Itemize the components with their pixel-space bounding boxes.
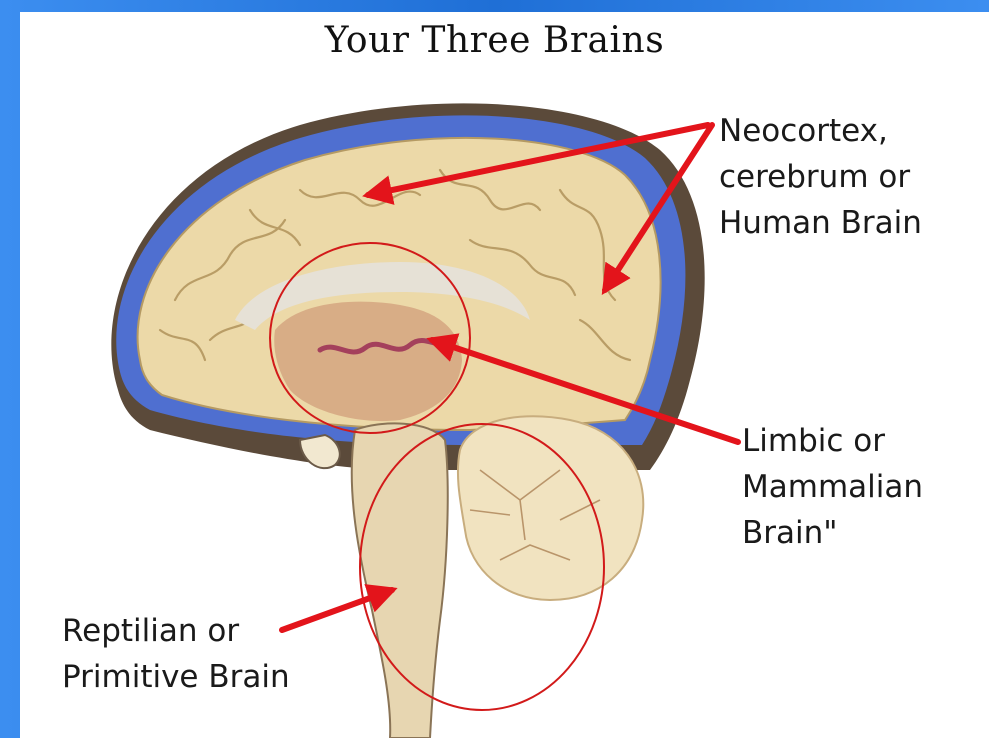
label-neocortex: Neocortex, cerebrum or Human Brain [719,108,922,246]
pituitary [300,435,340,468]
label-neocortex-line-3: Human Brain [719,200,922,246]
label-limbic-line-3: Brain" [742,510,923,556]
label-limbic-line-1: Limbic or [742,418,923,464]
label-limbic: Limbic or Mammalian Brain" [742,418,923,556]
label-neocortex-line-2: cerebrum or [719,154,922,200]
label-neocortex-line-1: Neocortex, [719,108,922,154]
cerebellum [458,416,643,600]
label-limbic-line-2: Mammalian [742,464,923,510]
label-reptilian-line-2: Primitive Brain [62,654,290,700]
label-reptilian: Reptilian or Primitive Brain [62,608,290,700]
brainstem [352,423,448,738]
label-reptilian-line-1: Reptilian or [62,608,290,654]
